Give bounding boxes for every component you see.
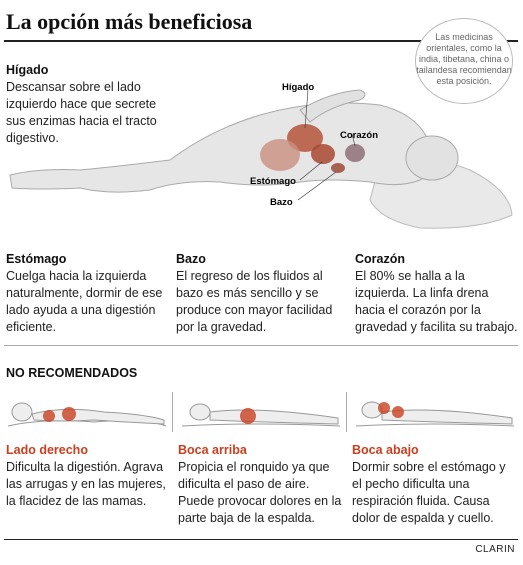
boca-abajo-text: Dormir sobre el estómago y el pecho difi… xyxy=(352,460,506,525)
organ-marker xyxy=(392,406,404,418)
stomach-organ xyxy=(311,144,335,164)
boca-arriba-text: Propicia el ronquido ya que dificulta el… xyxy=(178,460,342,525)
organ-marker xyxy=(240,408,256,424)
label-bazo: Bazo xyxy=(270,197,293,208)
sleeping-figure-illustration: Hígado Corazón Estómago Bazo xyxy=(9,82,513,229)
boca-abajo-heading: Boca abajo xyxy=(352,443,419,457)
lado-derecho-figure xyxy=(7,402,167,427)
estomago-text: Cuelga hacia la izquierda naturalmente, … xyxy=(6,269,163,334)
callout-bubble: Las medicinas orientales, como la india,… xyxy=(415,18,513,104)
higado-text: Descansar sobre el lado izquierdo hace q… xyxy=(6,80,157,145)
footer-divider xyxy=(4,539,518,540)
bazo-text: El regreso de los fluidos al bazo es más… xyxy=(176,269,333,334)
higado-heading: Hígado xyxy=(6,63,49,77)
corazon-text: El 80% se halla a la izquierda. La linfa… xyxy=(355,269,518,334)
label-estomago: Estómago xyxy=(250,176,296,187)
page-title: La opción más beneficiosa xyxy=(6,9,253,34)
lado-derecho-text: Dificulta la digestión. Agrava las arrug… xyxy=(6,460,166,508)
figure-separator xyxy=(346,392,347,432)
not-recommended-heading: NO RECOMENDADOS xyxy=(6,366,138,380)
figure-separator xyxy=(172,392,173,432)
organ-marker xyxy=(378,402,390,414)
heart-organ xyxy=(345,144,365,162)
arm xyxy=(299,89,366,123)
body-silhouette xyxy=(9,102,434,193)
organ-marker xyxy=(43,410,55,422)
boca-abajo-figure xyxy=(355,401,515,427)
spleen-organ xyxy=(331,163,345,173)
head xyxy=(405,135,459,181)
brand-credit: CLARIN xyxy=(475,544,515,555)
organ-marker xyxy=(62,407,76,421)
title-divider xyxy=(4,40,518,42)
intestines-organ xyxy=(260,139,300,171)
boca-arriba-figure xyxy=(181,403,341,427)
estomago-heading: Estómago xyxy=(6,252,67,266)
bazo-heading: Bazo xyxy=(176,252,206,266)
lado-derecho-heading: Lado derecho xyxy=(6,443,88,457)
boca-arriba-heading: Boca arriba xyxy=(178,443,247,457)
liver-organ xyxy=(287,124,323,152)
corazon-heading: Corazón xyxy=(355,252,405,266)
label-higado: Hígado xyxy=(282,82,314,93)
section-divider xyxy=(4,345,518,346)
label-corazon: Corazón xyxy=(340,130,378,141)
